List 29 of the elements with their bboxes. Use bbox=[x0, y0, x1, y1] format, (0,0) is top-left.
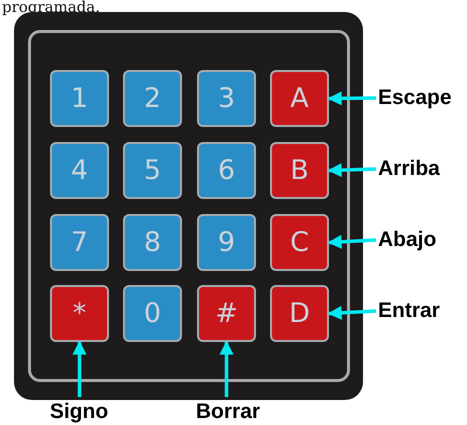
callout-label: Escape bbox=[378, 85, 467, 111]
keypad-key: 6 bbox=[197, 142, 256, 199]
keypad-key: 1 bbox=[50, 70, 109, 127]
keypad-key: B bbox=[270, 142, 329, 199]
callout-label: Signo bbox=[40, 399, 118, 425]
callout-label: Borrar bbox=[186, 399, 270, 425]
keypad-key: # bbox=[197, 285, 256, 342]
keypad-key: C bbox=[270, 214, 329, 271]
arrow bbox=[72, 340, 86, 397]
keypad-key: 3 bbox=[197, 70, 256, 127]
arrow bbox=[328, 163, 376, 178]
keypad-key: * bbox=[50, 285, 109, 342]
keypad-key: 8 bbox=[123, 214, 182, 271]
keypad-key: D bbox=[270, 285, 329, 342]
callout-label: Arriba bbox=[378, 156, 467, 182]
arrow bbox=[220, 340, 234, 397]
arrow bbox=[328, 234, 376, 249]
keypad-key: 9 bbox=[197, 214, 256, 271]
caption-text: programada. bbox=[2, 0, 100, 15]
keypad-key: 0 bbox=[123, 285, 182, 342]
keypad-key: 7 bbox=[50, 214, 109, 271]
keypad-key: 5 bbox=[123, 142, 182, 199]
arrow bbox=[328, 306, 376, 320]
keypad-key: 4 bbox=[50, 142, 109, 199]
arrow bbox=[328, 91, 376, 106]
callout-label: Entrar bbox=[378, 298, 467, 324]
callout-label: Abajo bbox=[378, 227, 467, 253]
keypad-key: 2 bbox=[123, 70, 182, 127]
keypad-key: A bbox=[270, 70, 329, 127]
